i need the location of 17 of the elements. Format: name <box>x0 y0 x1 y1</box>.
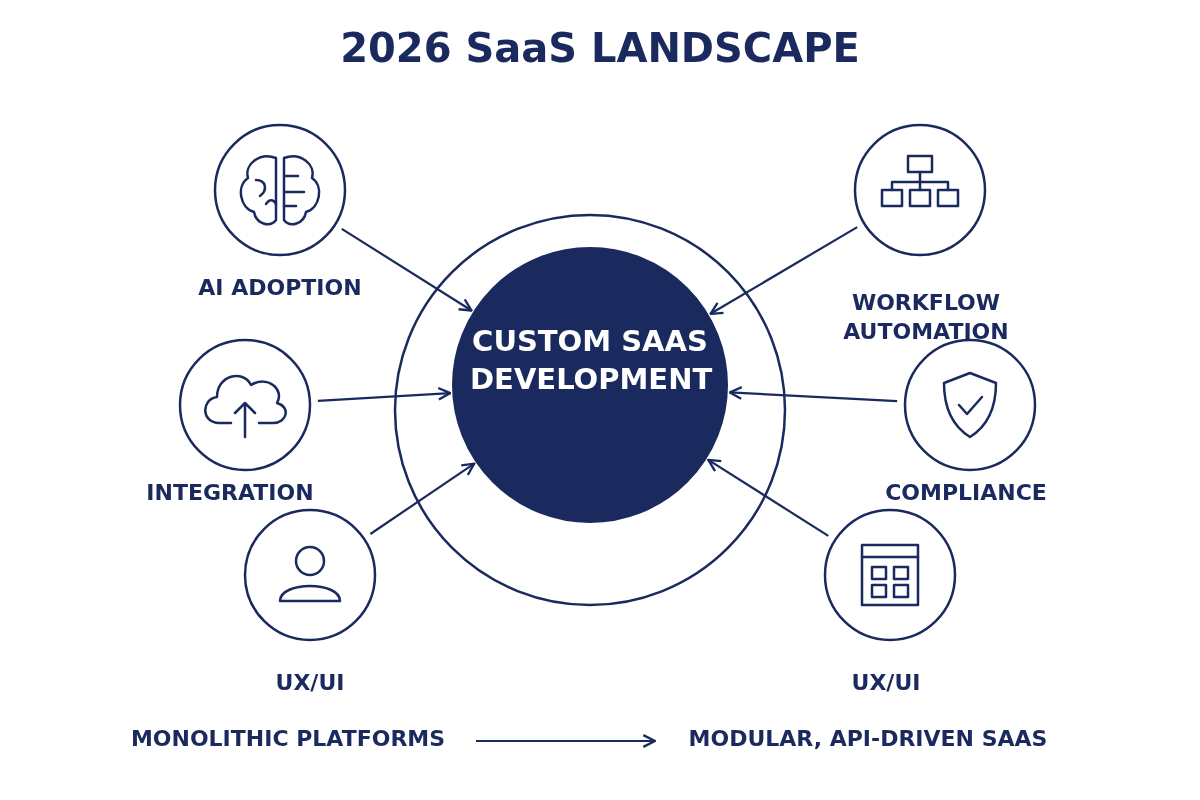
node-label: WORKFLOW AUTOMATION <box>842 289 1010 346</box>
node-label: UX/UI <box>274 669 346 697</box>
node-label: MONOLITHIC PLATFORMS <box>129 725 447 753</box>
node-label: AI ADOPTION <box>197 274 363 302</box>
node-label: INTEGRATION <box>145 479 315 507</box>
arrow <box>707 458 829 537</box>
node-label: COMPLIANCE <box>884 479 1048 507</box>
title: 2026 SaaS LANDSCAPE <box>339 24 861 73</box>
node-label: UX/UI <box>850 669 922 697</box>
arrow <box>728 386 898 403</box>
arrow <box>317 386 452 402</box>
node-label: CUSTOM SAAS DEVELOPMENT <box>470 323 710 398</box>
arrow <box>369 462 476 535</box>
arrow <box>341 227 473 312</box>
arrow <box>709 226 858 315</box>
node-label: MODULAR, API-DRIVEN SAAS <box>687 725 1049 753</box>
arrow <box>476 734 657 748</box>
